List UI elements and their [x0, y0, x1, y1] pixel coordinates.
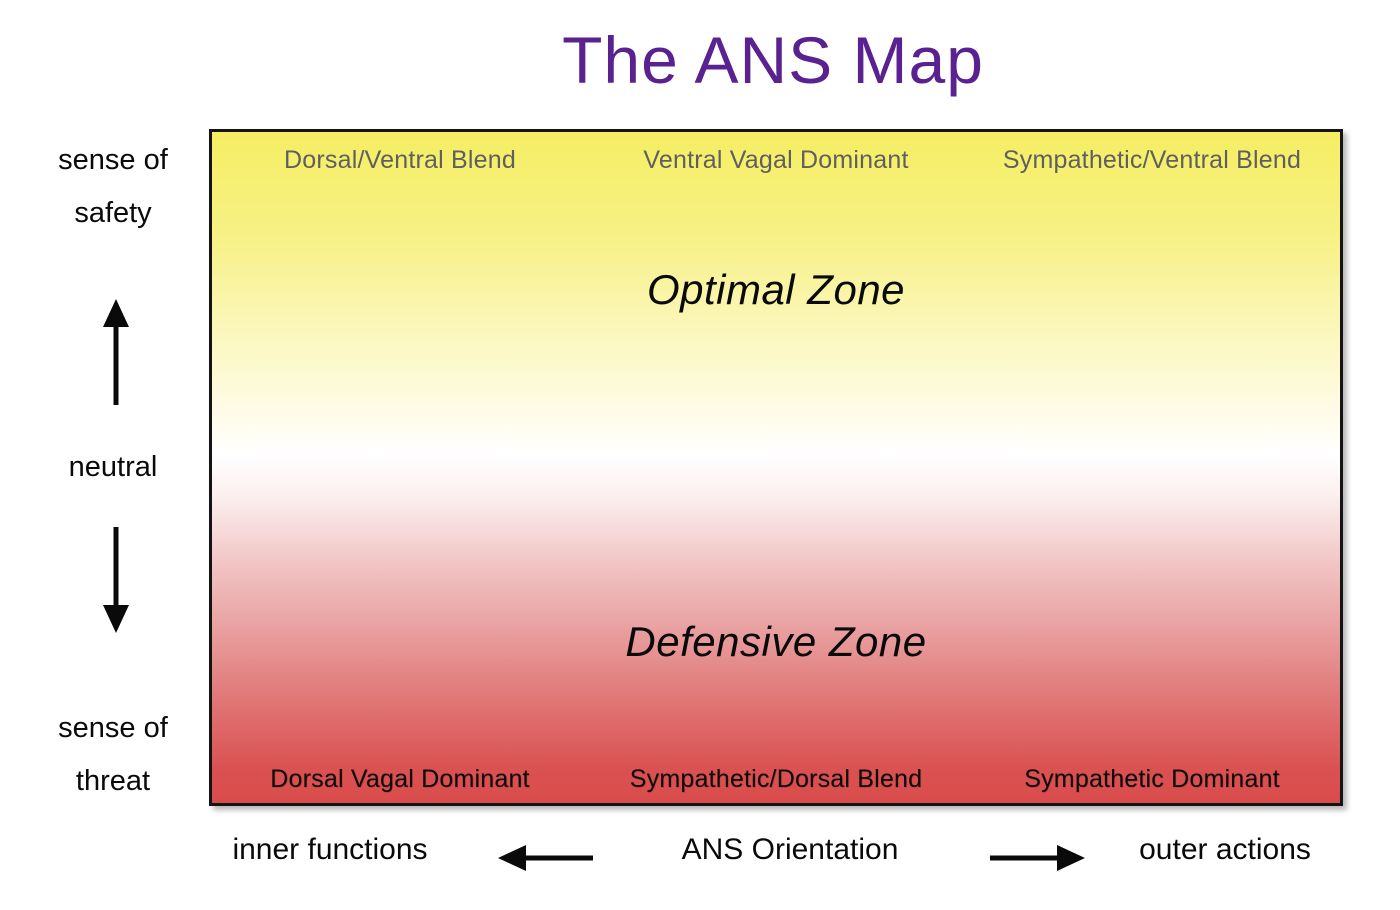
- top-label-ventral-vagal-dominant: Ventral Vagal Dominant: [643, 146, 909, 174]
- up-arrow-icon: [99, 299, 133, 405]
- x-axis-label-inner-functions: inner functions: [232, 833, 428, 866]
- y-axis-label-threat: sense of threat: [58, 712, 168, 797]
- x-axis-label-ans-orientation: ANS Orientation: [681, 833, 899, 866]
- defensive-zone-label: Defensive Zone: [625, 618, 927, 665]
- y-axis-label-safety: sense of safety: [58, 144, 168, 229]
- x-axis-label-outer-actions: outer actions: [1139, 833, 1311, 866]
- page-title: The ANS Map: [562, 23, 984, 97]
- top-label-row: Dorsal/Ventral Blend Ventral Vagal Domin…: [212, 146, 1340, 175]
- right-arrow-icon: [990, 841, 1085, 875]
- top-label-dorsal-ventral-blend: Dorsal/Ventral Blend: [284, 146, 516, 174]
- bottom-label-row: Dorsal Vagal Dominant Sympathetic/Dorsal…: [212, 765, 1340, 794]
- down-arrow-icon: [99, 527, 133, 633]
- bottom-label-sympathetic-dominant: Sympathetic Dominant: [1024, 765, 1280, 793]
- top-label-sympathetic-ventral-blend: Sympathetic/Ventral Blend: [1002, 146, 1302, 174]
- optimal-zone-label: Optimal Zone: [646, 266, 906, 313]
- ans-map-gradient-panel: Dorsal/Ventral Blend Ventral Vagal Domin…: [209, 129, 1343, 806]
- y-axis-label-neutral: neutral: [68, 451, 158, 483]
- bottom-label-sympathetic-dorsal-blend: Sympathetic/Dorsal Blend: [629, 765, 923, 793]
- left-arrow-icon: [498, 841, 593, 875]
- bottom-label-dorsal-vagal-dominant: Dorsal Vagal Dominant: [270, 765, 530, 793]
